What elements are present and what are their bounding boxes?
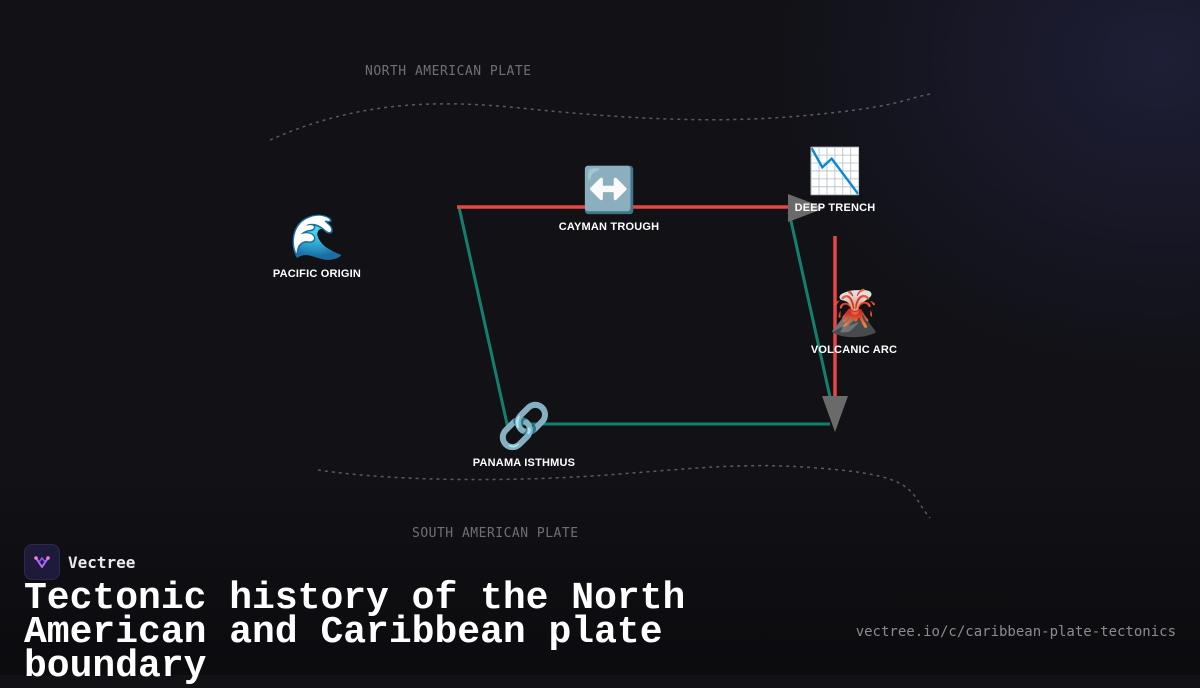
link-icon: 🔗 (496, 401, 552, 452)
arrowhead-arc (822, 396, 848, 432)
node-deep-trench[interactable]: 📉 DEEP TRENCH (795, 146, 876, 214)
vectree-logo-icon (24, 544, 60, 580)
south-plate-label: SOUTH AMERICAN PLATE (412, 526, 579, 541)
node-pacific-origin[interactable]: 🌊 PACIFIC ORIGIN (273, 212, 361, 280)
north-plate-boundary (269, 93, 931, 141)
node-panama-isthmus[interactable]: 🔗 PANAMA ISTHMUS (473, 401, 575, 469)
volcano-icon: 🌋 (826, 288, 882, 339)
arrowhead-trench (788, 194, 825, 222)
node-cayman-trough[interactable]: ↔️ CAYMAN TROUGH (559, 165, 660, 233)
edge-origin-to-isthmus (457, 206, 830, 426)
chart-decreasing-icon: 📉 (807, 146, 863, 197)
node-label: CAYMAN TROUGH (558, 221, 660, 233)
node-label: PACIFIC ORIGIN (272, 268, 362, 280)
left-right-arrow-icon: ↔️ (581, 165, 637, 216)
edge-trench-to-arc-convergent (787, 211, 834, 407)
node-label: VOLCANIC ARC (810, 344, 898, 356)
node-label: PANAMA ISTHMUS (472, 457, 576, 469)
south-plate-boundary (317, 464, 931, 519)
node-volcanic-arc[interactable]: 🌋 VOLCANIC ARC (811, 288, 897, 356)
page-title: Tectonic history of the North American a… (24, 577, 686, 688)
brand-name: Vectree (68, 552, 136, 572)
north-plate-label: NORTH AMERICAN PLATE (365, 64, 532, 79)
wave-icon: 🌊 (289, 212, 345, 263)
source-url[interactable]: vectree.io/c/caribbean-plate-tectonics (855, 624, 1176, 640)
brand[interactable]: Vectree (24, 544, 135, 580)
node-label: DEEP TRENCH (794, 202, 876, 214)
